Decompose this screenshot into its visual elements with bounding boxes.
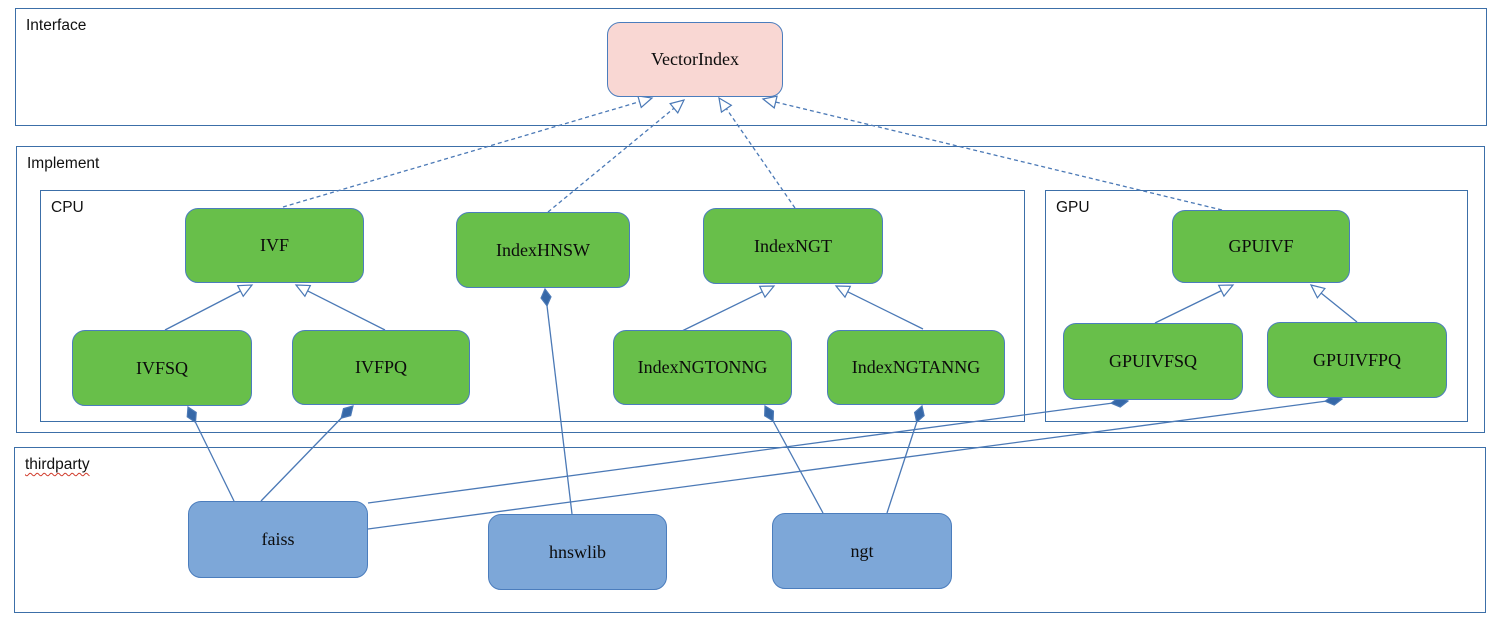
edge-faiss-GPUIVFSQ [367,396,1130,504]
node-ngt: ngt [772,513,952,589]
node-IVFPQ: IVFPQ [292,330,470,405]
filled-diamond-arrowhead-icon [540,287,552,308]
hollow-triangle-arrowhead-icon [669,99,686,115]
edge-faiss-GPUIVFPQ [367,394,1344,530]
edge-ngt-IndexNGTONNG [764,404,824,514]
hollow-triangle-arrowhead-icon [761,95,778,109]
edge-faiss-IVFSQ [186,405,235,502]
node-GPUIVF: GPUIVF [1172,210,1350,283]
node-IndexNGT: IndexNGT [703,208,883,284]
hollow-triangle-arrowhead-icon [236,284,254,298]
node-GPUIVFPQ: GPUIVFPQ [1267,322,1447,398]
edge-IndexNGTANNG-IndexNGT [834,285,924,330]
node-hnswlib: hnswlib [488,514,667,590]
hollow-triangle-arrowhead-icon [294,284,312,298]
hollow-triangle-arrowhead-icon [834,285,852,299]
container-label-thirdparty: thirdparty [25,456,90,473]
node-faiss: faiss [188,501,368,578]
filled-diamond-arrowhead-icon [186,405,197,424]
container-label-interface: Interface [26,17,87,34]
filled-diamond-arrowhead-icon [764,404,775,422]
node-IndexNGTONNG: IndexNGTONNG [613,330,792,405]
edge-ngt-IndexNGTANNG [886,404,925,514]
node-IndexHNSW: IndexHNSW [456,212,630,288]
node-IVFSQ: IVFSQ [72,330,252,406]
edge-IndexNGT-VectorIndex [718,96,796,209]
hollow-triangle-arrowhead-icon [1309,284,1326,299]
hollow-triangle-arrowhead-icon [1217,284,1235,298]
edge-IVF-VectorIndex [282,95,654,208]
hollow-triangle-arrowhead-icon [718,96,733,114]
node-IndexNGTANNG: IndexNGTANNG [827,330,1005,405]
edge-IndexHNSW-VectorIndex [547,99,686,213]
edge-GPUIVFSQ-GPUIVF [1154,284,1235,324]
hollow-triangle-arrowhead-icon [636,95,654,109]
edge-GPUIVF-VectorIndex [761,95,1223,211]
container-label-gpu: GPU [1056,199,1090,216]
edge-IVFSQ-IVF [164,284,254,331]
node-VectorIndex: VectorIndex [607,22,783,97]
hollow-triangle-arrowhead-icon [758,285,776,299]
node-GPUIVFSQ: GPUIVFSQ [1063,323,1243,400]
edge-hnswlib-IndexHNSW [540,287,573,515]
edge-faiss-IVFPQ [260,405,354,502]
edge-IVFPQ-IVF [294,284,386,331]
container-label-cpu: CPU [51,199,84,216]
filled-diamond-arrowhead-icon [340,405,354,420]
edge-GPUIVFPQ-GPUIVF [1309,284,1358,323]
filled-diamond-arrowhead-icon [913,404,925,424]
edge-IndexNGTONNG-IndexNGT [681,285,776,332]
node-IVF: IVF [185,208,364,283]
container-label-implement: Implement [27,155,100,172]
